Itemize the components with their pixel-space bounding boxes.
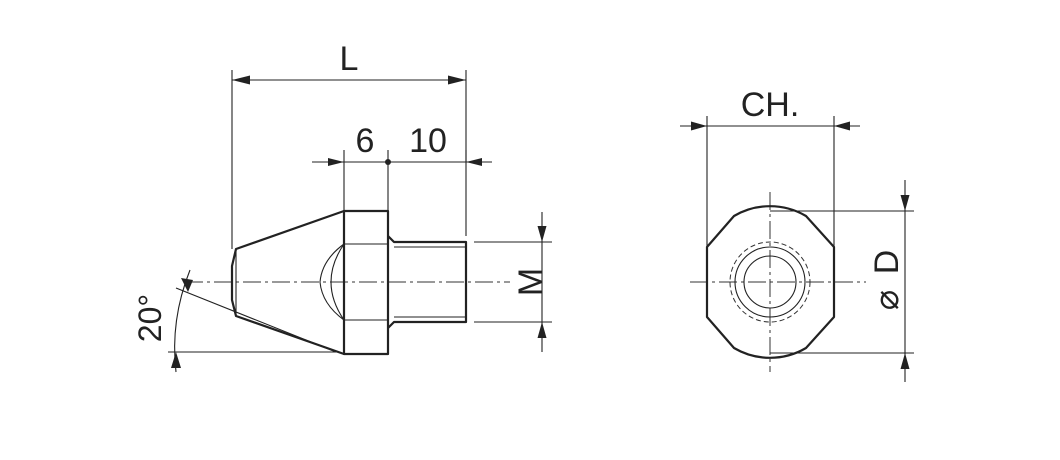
diameter-symbol: ⌀ [868, 290, 906, 310]
bore-outer [729, 241, 811, 323]
end-view: CH. ⌀ D [680, 86, 914, 382]
angle-dimension: 20° [132, 269, 340, 373]
offset-label-a: 6 [356, 122, 375, 160]
bore-thread [734, 246, 806, 318]
threaded-shank [387, 235, 468, 329]
diameter-dimension: ⌀ D [770, 180, 914, 382]
diameter-label: D [868, 250, 906, 275]
hex-section [342, 209, 390, 356]
thread-dimension: M [474, 212, 552, 352]
hex-curve-right [319, 243, 345, 321]
length-label: L [340, 40, 359, 78]
flats-dimension: CH. [680, 86, 860, 247]
side-view: L 6 10 M [132, 40, 552, 373]
end-profile [705, 205, 836, 359]
hex-curve [330, 243, 345, 321]
thread-label: M [512, 268, 550, 296]
offset-label-b: 10 [409, 122, 447, 160]
flats-label: CH. [741, 86, 800, 124]
offset-dimensions: 6 10 [312, 122, 492, 242]
cone-body [230, 209, 345, 356]
bore-inner [743, 255, 797, 309]
angle-label: 20° [132, 294, 168, 342]
